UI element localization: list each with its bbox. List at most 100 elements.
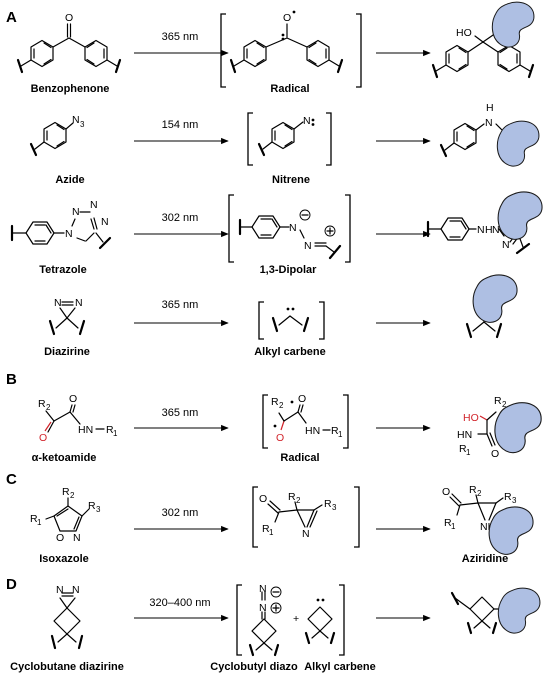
intermediate-name-dipolar: 1,3-Dipolar bbox=[260, 264, 318, 276]
atom-subscript: 2 bbox=[502, 400, 507, 409]
atom-label-carbonyl-oxygen: O bbox=[39, 432, 47, 444]
condition-302nm: 302 nm bbox=[162, 212, 199, 224]
cyclobutane-adduct-structure bbox=[450, 591, 504, 635]
atom-label: N bbox=[259, 583, 267, 595]
atom-subscript: 1 bbox=[451, 522, 456, 531]
reagent-name-azide: Azide bbox=[55, 174, 84, 186]
atom-subscript: 1 bbox=[338, 430, 343, 439]
atom-label: N bbox=[303, 115, 311, 127]
atom-label: O bbox=[65, 12, 73, 24]
atom-label: HN bbox=[457, 429, 472, 441]
atom-label-carbonyl-oxygen: O bbox=[276, 432, 284, 444]
atom-label: R bbox=[62, 486, 70, 498]
aziridine-product-structure bbox=[449, 493, 504, 521]
reagent-name-diazirine: Diazirine bbox=[44, 346, 90, 358]
reagent-name-benzophenone: Benzophenone bbox=[31, 83, 110, 95]
reagent-name-tetrazole: Tetrazole bbox=[39, 264, 86, 276]
atom-subscript: 2 bbox=[70, 491, 75, 500]
cyclobutane-diazirine-structure bbox=[50, 592, 84, 650]
benzophenone-adduct-structure bbox=[431, 32, 535, 79]
panel-label-a: A bbox=[6, 9, 17, 26]
ketoamide-structure bbox=[44, 404, 81, 433]
atom-label: R bbox=[504, 491, 512, 503]
cyclobutyl-diazo-structure bbox=[236, 584, 345, 657]
atom-label: R bbox=[38, 398, 46, 410]
nitrene-adduct-structure bbox=[439, 122, 504, 158]
atom-subscript: 1 bbox=[466, 448, 471, 457]
atom-label: N bbox=[72, 206, 80, 218]
atom-label: O bbox=[298, 393, 306, 405]
atom-label: N bbox=[477, 224, 485, 236]
condition-154nm: 154 nm bbox=[162, 119, 199, 131]
atom-subscript: 2 bbox=[296, 496, 301, 505]
condition-365nm: 365 nm bbox=[162, 407, 199, 419]
product-name-aziridine: Aziridine bbox=[462, 553, 508, 565]
atom-label: R bbox=[444, 517, 452, 529]
condition-365nm: 365 nm bbox=[162, 299, 199, 311]
reagent-name-ketoamide: α-ketoamide bbox=[32, 452, 97, 464]
atom-label: N bbox=[302, 528, 310, 540]
atom-subscript: 1 bbox=[113, 429, 118, 438]
panel-label-c: C bbox=[6, 471, 17, 488]
atom-subscript: 1 bbox=[269, 528, 274, 537]
atom-label: H bbox=[486, 102, 494, 114]
atom-label: R bbox=[262, 523, 270, 535]
atom-label: N bbox=[502, 239, 510, 251]
atom-label: R bbox=[331, 425, 339, 437]
condition-365nm: 365 nm bbox=[162, 31, 199, 43]
carbene-adduct-structure bbox=[465, 309, 503, 339]
azide-structure bbox=[29, 121, 74, 157]
atom-label: HN bbox=[305, 425, 320, 437]
isoxazole-structure bbox=[45, 497, 90, 532]
atom-label: N bbox=[485, 117, 493, 129]
atom-label: R bbox=[288, 491, 296, 503]
atom-subscript: 3 bbox=[332, 503, 337, 512]
atom-label: R bbox=[459, 443, 467, 455]
azirine-intermediate-structure bbox=[252, 486, 360, 548]
nitrene-structure bbox=[247, 112, 332, 166]
benzophenone-structure bbox=[16, 23, 122, 74]
protein-icon bbox=[488, 506, 534, 555]
dipolar-intermediate-structure bbox=[228, 194, 351, 263]
atom-subscript: 3 bbox=[512, 496, 517, 505]
protein-icon bbox=[497, 191, 543, 240]
reagent-name-isoxazole: Isoxazole bbox=[39, 553, 89, 565]
atom-subscript: 3 bbox=[80, 120, 85, 129]
atom-label: O bbox=[283, 12, 291, 24]
atom-label: N bbox=[65, 228, 73, 240]
intermediate-name-nitrene: Nitrene bbox=[272, 174, 310, 186]
atom-label: H bbox=[485, 224, 493, 236]
atom-label: N bbox=[72, 114, 80, 126]
protein-icon bbox=[472, 274, 518, 323]
protein-icon bbox=[497, 587, 541, 634]
atom-label: N bbox=[54, 297, 62, 309]
atom-label: R bbox=[106, 424, 114, 436]
atom-label: N bbox=[101, 216, 109, 228]
atom-subscript: 2 bbox=[279, 401, 284, 410]
atom-label: N bbox=[56, 584, 64, 596]
atom-subscript: 2 bbox=[46, 403, 51, 412]
intermediate-name-radical: Radical bbox=[270, 83, 309, 95]
tetrazole-structure bbox=[10, 211, 112, 250]
panel-label-b: B bbox=[6, 371, 17, 388]
atom-label: HO bbox=[456, 27, 472, 39]
atom-label: N bbox=[289, 222, 297, 234]
atom-label: O bbox=[491, 448, 499, 460]
atom-label: N bbox=[75, 297, 83, 309]
atom-label: N bbox=[492, 224, 500, 236]
atom-label: R bbox=[30, 513, 38, 525]
intermediate-name-radical: Radical bbox=[280, 452, 319, 464]
protein-icon bbox=[491, 1, 535, 48]
atom-subscript: 2 bbox=[477, 489, 482, 498]
atom-label: R bbox=[271, 396, 279, 408]
atom-label: O bbox=[69, 393, 77, 405]
atom-label: N bbox=[72, 584, 80, 596]
atom-label: R bbox=[324, 498, 332, 510]
protein-icon bbox=[494, 402, 542, 454]
atom-label: N bbox=[90, 199, 98, 211]
atom-label: O bbox=[56, 532, 64, 544]
alkyl-carbene-structure bbox=[258, 301, 325, 340]
atom-label: N bbox=[304, 240, 312, 252]
plus-sign: + bbox=[293, 613, 299, 625]
